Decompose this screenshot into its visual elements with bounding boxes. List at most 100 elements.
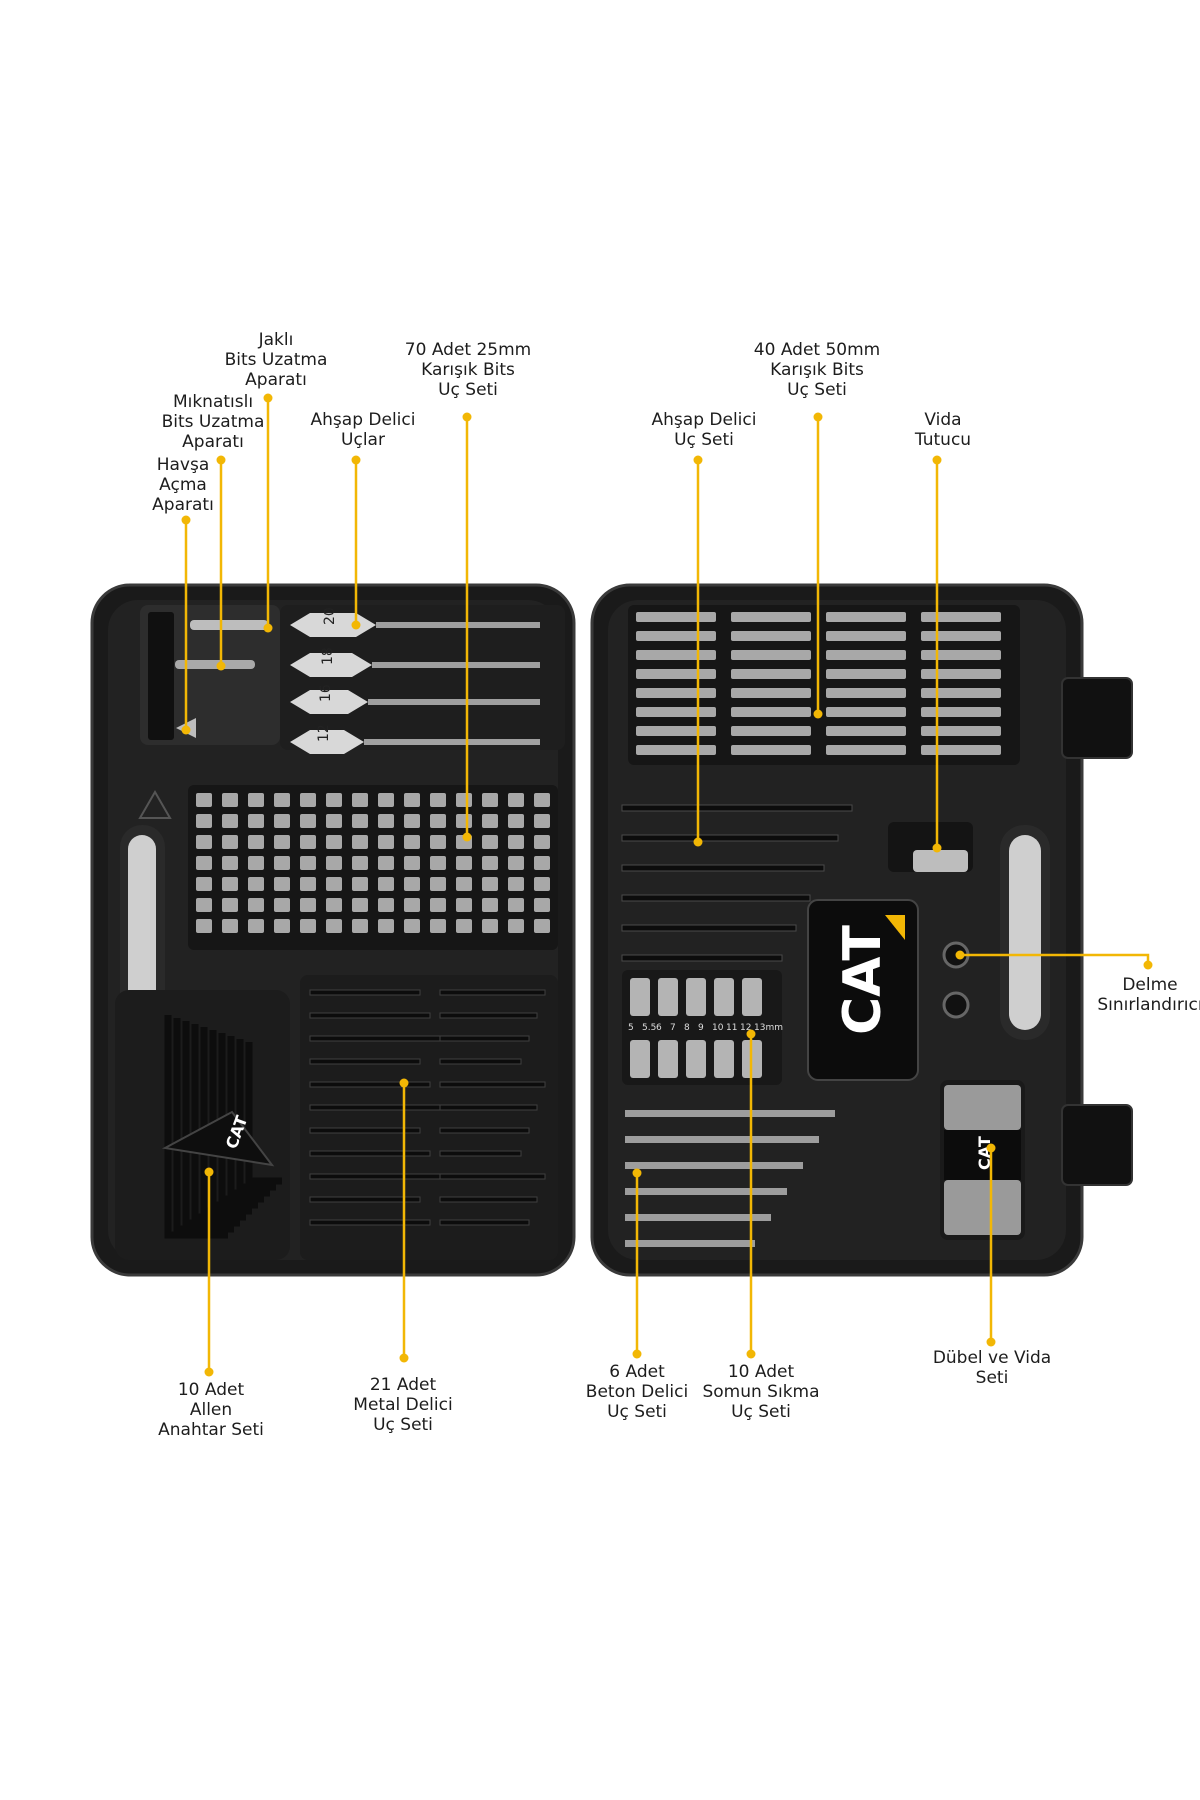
callout-dubel-line: Dübel ve Vida — [932, 1348, 1052, 1368]
spade-bit-shank — [368, 699, 540, 705]
spade-bit-shank — [364, 739, 540, 745]
nut-size-label: 5 — [628, 1023, 634, 1033]
callout-vida-tutucu: Vida Tutucu — [915, 410, 971, 450]
bit — [326, 814, 342, 828]
allen-key — [200, 1027, 252, 1215]
bit — [248, 877, 264, 891]
callout-vida-tutucu-line: Tutucu — [914, 430, 972, 450]
leader-bits70-dot — [462, 412, 472, 422]
spade-bit-size: 16 — [318, 684, 334, 702]
allen-key — [218, 1033, 264, 1203]
bit — [731, 745, 811, 755]
bit — [404, 919, 420, 933]
metal-bit — [439, 1035, 530, 1042]
bit — [921, 631, 1001, 641]
bit — [196, 793, 212, 807]
bit — [826, 688, 906, 698]
callout-havsa-line: Açma — [159, 475, 207, 495]
nut-driver — [658, 978, 678, 1016]
callout-ahsap-uclar-line: Ahşap Delici — [310, 410, 416, 430]
bit — [731, 669, 811, 679]
bit — [248, 835, 264, 849]
bit — [222, 835, 238, 849]
bit — [300, 856, 316, 870]
bit — [731, 726, 811, 736]
leader-ahsap-uclar-dot — [351, 620, 361, 630]
metal-bit — [439, 1150, 522, 1157]
bit — [404, 856, 420, 870]
leader-ahsap-uclar-dot — [351, 455, 361, 465]
leader-somun-dot — [746, 1029, 756, 1039]
callout-somun-line: Uç Seti — [731, 1402, 791, 1422]
bit — [508, 856, 524, 870]
callout-havsa-line: Aparatı — [152, 495, 214, 515]
bit — [274, 793, 290, 807]
bit — [430, 793, 446, 807]
callout-havsa: Havşa Açma Aparatı — [152, 455, 214, 515]
bit — [378, 793, 394, 807]
nut-size-label: 6 — [656, 1023, 662, 1033]
metal-bit — [309, 1196, 421, 1203]
metal-bit — [309, 1035, 441, 1042]
bit — [300, 919, 316, 933]
bit — [404, 793, 420, 807]
callout-allen-line: Allen — [189, 1400, 233, 1420]
bit — [404, 898, 420, 912]
bit — [352, 856, 368, 870]
bit — [456, 793, 472, 807]
bit — [352, 814, 368, 828]
bit — [456, 814, 472, 828]
bit — [430, 919, 446, 933]
callout-ahsap-uclar: Ahşap Delici Uçlar — [311, 410, 416, 450]
bit — [196, 814, 212, 828]
leader-bits40-dot — [813, 709, 823, 719]
bit — [300, 793, 316, 807]
bits-40-tray — [636, 612, 1001, 755]
bit — [482, 919, 498, 933]
bit — [826, 745, 906, 755]
masonry-bit — [625, 1240, 755, 1247]
nut-driver — [630, 1040, 650, 1078]
metal-bit — [309, 1081, 431, 1088]
bit — [248, 898, 264, 912]
nut-driver — [714, 978, 734, 1016]
callout-bits70-line: Uç Seti — [438, 380, 498, 400]
bit — [826, 612, 906, 622]
bits-70-tray — [196, 793, 550, 933]
allen-key — [173, 1018, 234, 1233]
bit — [482, 898, 498, 912]
bit — [636, 745, 716, 755]
nut-driver — [686, 1040, 706, 1078]
bit — [482, 856, 498, 870]
nut-size-label: 13mm — [754, 1023, 783, 1033]
bit — [731, 707, 811, 717]
bit — [430, 814, 446, 828]
metal-bit — [439, 1104, 538, 1111]
case-logo: CAT — [833, 925, 893, 1035]
leader-bits70-dot — [462, 832, 472, 842]
bit — [430, 898, 446, 912]
bit — [352, 898, 368, 912]
leader-delme-dot — [1143, 960, 1153, 970]
nut-size-label: 8 — [684, 1023, 690, 1033]
bit — [378, 877, 394, 891]
callout-beton: 6 Adet Beton Delici Uç Seti — [586, 1362, 688, 1422]
callout-somun-line: 10 Adet — [727, 1362, 795, 1382]
bit — [482, 835, 498, 849]
callout-bits70-line: 70 Adet 25mm — [404, 340, 532, 360]
bit — [534, 856, 550, 870]
bit — [636, 650, 716, 660]
spade-bit-blade — [290, 730, 364, 754]
bit — [326, 877, 342, 891]
callout-beton-line: 6 Adet — [609, 1362, 665, 1382]
leader-dubel-dot — [986, 1337, 996, 1347]
bit — [731, 650, 811, 660]
bit — [456, 919, 472, 933]
bit — [404, 835, 420, 849]
leader-beton-dot — [632, 1168, 642, 1178]
callout-bits40: 40 Adet 50mm Karışık Bits Uç Seti — [754, 340, 880, 400]
callout-ahsap-uclar-line: Uçlar — [341, 430, 385, 450]
callout-metal-line: Metal Delici — [353, 1395, 453, 1415]
metal-bit — [439, 989, 546, 996]
